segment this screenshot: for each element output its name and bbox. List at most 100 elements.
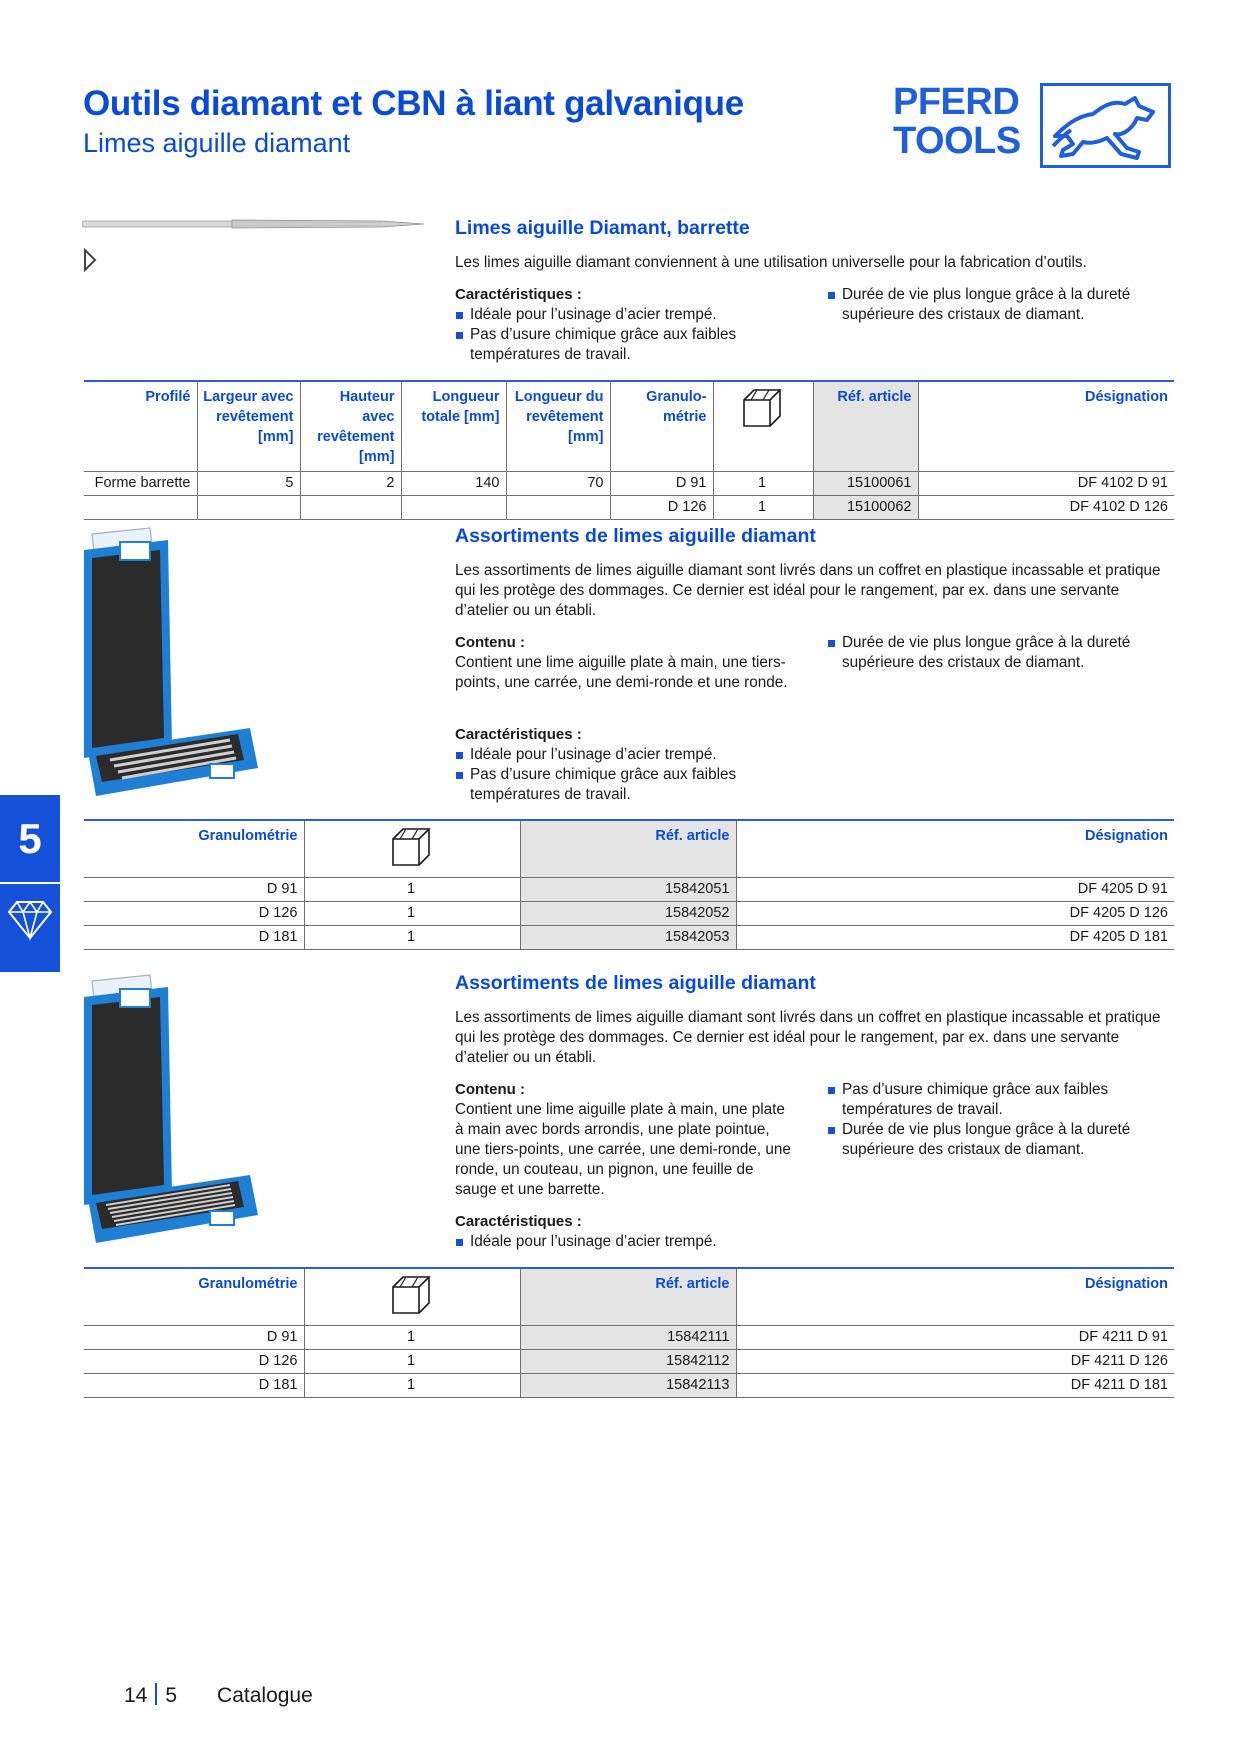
contents-label: Contenu : (455, 634, 525, 651)
cell-ref: 15842051 (519, 877, 736, 902)
contents-label: Contenu : (455, 1081, 525, 1098)
page-number: 14 (124, 1684, 148, 1707)
cell-width (196, 495, 300, 520)
cell-profile (84, 495, 197, 520)
footer-divider (155, 1683, 158, 1705)
table-row: D 91 1 15842051 DF 4205 D 91 (84, 877, 1174, 902)
characteristics-label: Caractéristiques : (455, 1213, 582, 1230)
box-icon (392, 1276, 431, 1314)
cell-grit: D 126 (84, 1349, 304, 1374)
cell-ref: 15842111 (519, 1325, 736, 1350)
cell-qty: 1 (303, 925, 520, 950)
col-ref: Réf. article (812, 381, 918, 472)
needle-file-image (82, 219, 425, 273)
spec-table-barrette: Profilé Largeur avec revêtement [mm] Hau… (84, 380, 1174, 520)
chapter-number: 5 (18, 815, 42, 862)
col-designation: Désignation (735, 1268, 1174, 1326)
cell-qty: 1 (712, 495, 813, 520)
section-title-barrette: Limes aiguille Diamant, barrette (455, 217, 750, 239)
cell-grit: D 181 (84, 1373, 304, 1398)
cell-grit: D 181 (84, 925, 304, 950)
cell-designation: DF 4211 D 126 (735, 1349, 1174, 1374)
cell-ref: 15842112 (519, 1349, 736, 1374)
col-ref: Réf. article (519, 1268, 736, 1326)
characteristics-label: Caractéristiques : (455, 286, 582, 303)
cell-grit: D 126 (84, 901, 304, 926)
table-row: D 126 1 15842052 DF 4205 D 126 (84, 901, 1174, 926)
col-designation: Désignation (735, 820, 1174, 878)
cell-total-length: 140 (400, 471, 506, 496)
box-icon (743, 389, 782, 427)
section-title-assortment-5: Assortiments de limes aiguille diamant (455, 525, 816, 547)
characteristics-list: Idéale pour l’usinage d’acier trempé. (455, 1232, 775, 1252)
cell-designation: DF 4205 D 181 (735, 925, 1174, 950)
cell-grit: D 126 (609, 495, 713, 520)
col-width: Largeur avec revêtement [mm] (196, 381, 300, 472)
characteristics-list: Idéale pour l’usinage d’acier trempé. Pa… (455, 305, 775, 365)
section-description: Les limes aiguille diamant conviennent à… (455, 254, 1087, 271)
brand-logo: PFERD TOOLS (893, 83, 1171, 168)
table-row: D 181 1 15842113 DF 4211 D 181 (84, 1373, 1174, 1398)
advantages-list: Durée de vie plus longue grâce à la dure… (827, 633, 1172, 673)
list-item: Durée de vie plus longue grâce à la dure… (827, 285, 1172, 325)
col-grit: Granulo-métrie (609, 381, 713, 472)
cell-qty: 1 (303, 901, 520, 926)
col-qty (303, 820, 520, 878)
table-row: D 126 1 15100062 DF 4102 D 126 (84, 495, 1174, 520)
cell-qty: 1 (303, 1373, 520, 1398)
cell-width: 5 (196, 471, 300, 496)
list-item: Idéale pour l’usinage d’acier trempé. (455, 1232, 775, 1252)
section-title-assortment-11: Assortiments de limes aiguille diamant (455, 972, 816, 994)
cell-grit: D 91 (84, 877, 304, 902)
table-header-row: Granulométrie Réf. article Désignation (84, 820, 1174, 878)
box-icon (392, 828, 431, 866)
list-item: Pas d’usure chimique grâce aux faibles t… (827, 1080, 1172, 1120)
section-description: Les assortiments de limes aiguille diama… (455, 1009, 1161, 1066)
list-item: Durée de vie plus longue grâce à la dure… (827, 1120, 1172, 1160)
diamond-icon (7, 900, 53, 942)
col-ref: Réf. article (519, 820, 736, 878)
cell-height: 2 (299, 471, 401, 496)
col-designation: Désignation (917, 381, 1174, 472)
page-subtitle: Limes aiguille diamant (83, 128, 351, 158)
file-set-case-image (84, 527, 258, 796)
col-coating-length: Longueur du revêtement [mm] (505, 381, 610, 472)
cell-grit: D 91 (609, 471, 713, 496)
col-grit: Granulométrie (198, 1276, 298, 1292)
spec-table-assortment-11: Granulométrie Réf. article Désignation D… (84, 1267, 1174, 1398)
cell-qty: 1 (712, 471, 813, 496)
cell-profile: Forme barrette (84, 471, 197, 496)
cell-coating-length (505, 495, 610, 520)
cell-grit: D 91 (84, 1325, 304, 1350)
section-description: Les assortiments de limes aiguille diama… (455, 562, 1161, 619)
contents-text: Contient une lime aiguille plate à main,… (455, 654, 788, 691)
cell-designation: DF 4102 D 91 (917, 471, 1174, 496)
table-header-row: Profilé Largeur avec revêtement [mm] Hau… (84, 381, 1174, 472)
cell-designation: DF 4102 D 126 (917, 495, 1174, 520)
table-row: D 181 1 15842053 DF 4205 D 181 (84, 925, 1174, 950)
list-item: Pas d’usure chimique grâce aux faibles t… (455, 325, 775, 365)
advantages-list: Pas d’usure chimique grâce aux faibles t… (827, 1080, 1172, 1160)
table-row: D 91 1 15842111 DF 4211 D 91 (84, 1325, 1174, 1350)
cell-ref: 15100061 (812, 471, 918, 496)
characteristics-list: Idéale pour l’usinage d’acier trempé. Pa… (455, 745, 775, 805)
horse-logo-icon (1040, 83, 1171, 168)
cell-ref: 15842052 (519, 901, 736, 926)
footer-label: Catalogue (217, 1684, 313, 1707)
cell-designation: DF 4205 D 126 (735, 901, 1174, 926)
col-qty (303, 1268, 520, 1326)
table-row: Forme barrette 5 2 140 70 D 91 1 1510006… (84, 471, 1174, 496)
cell-qty: 1 (303, 1349, 520, 1374)
cell-qty: 1 (303, 877, 520, 902)
table-header-row: Granulométrie Réf. article Désignation (84, 1268, 1174, 1326)
page-title: Outils diamant et CBN à liant galvanique (83, 84, 744, 123)
tab-divider (0, 882, 60, 884)
file-set-case-large-image (84, 974, 258, 1243)
logo-wordmark: PFERD TOOLS (893, 81, 1021, 162)
footer-chapter: 5 (165, 1684, 178, 1707)
cell-designation: DF 4211 D 181 (735, 1373, 1174, 1398)
list-item: Idéale pour l’usinage d’acier trempé. (455, 305, 775, 325)
cell-designation: DF 4211 D 91 (735, 1325, 1174, 1350)
characteristics-label: Caractéristiques : (455, 726, 582, 743)
chapter-tab: 5 (0, 795, 60, 972)
